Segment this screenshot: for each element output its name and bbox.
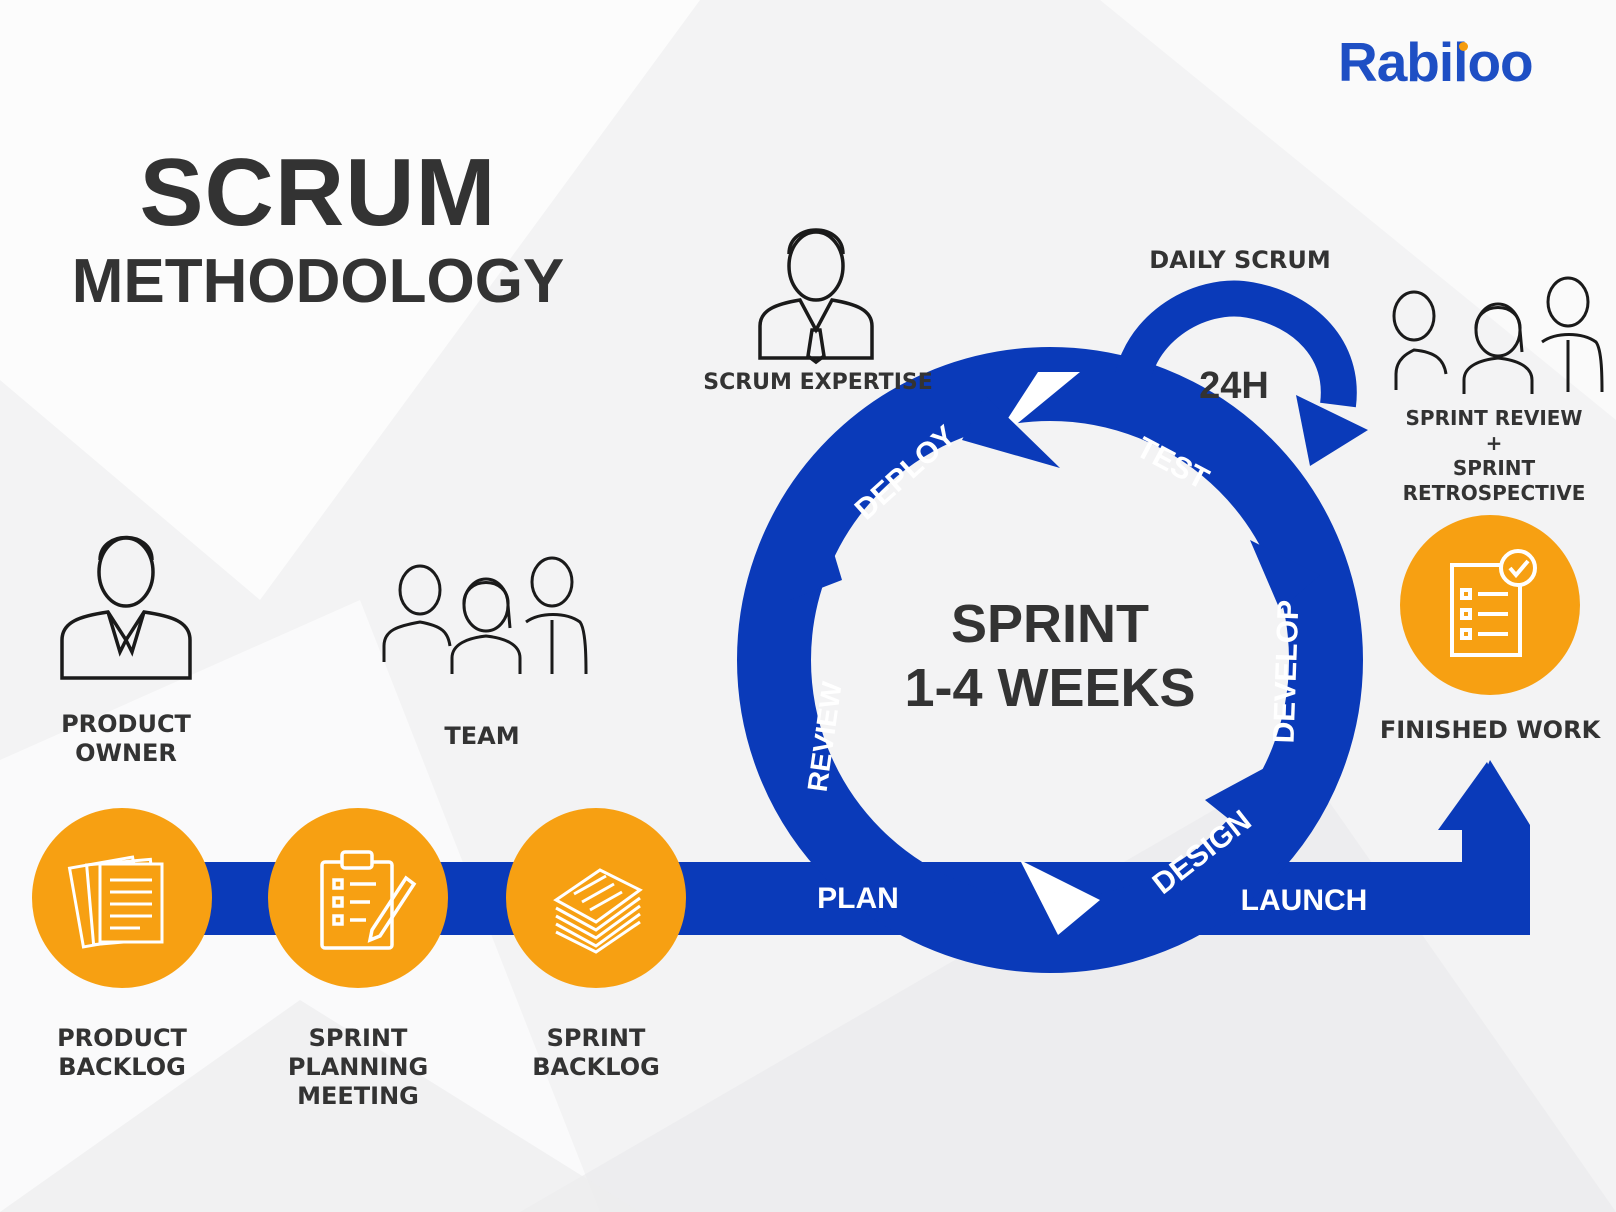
cycle-arrowhead-deploy xyxy=(962,395,1060,468)
sprint-planning-label: SPRINT PLANNING MEETING xyxy=(287,1024,429,1110)
cycle-arrowhead-develop xyxy=(1250,540,1320,610)
stage-develop: DEVELOP xyxy=(1268,599,1306,743)
checklist-icon xyxy=(1450,549,1537,657)
document-stack-icon xyxy=(67,855,164,949)
brand-logo[interactable]: Rabiloo xyxy=(1338,31,1534,93)
product-owner-icon xyxy=(60,535,192,680)
clipboard-checklist-icon xyxy=(320,850,417,950)
sprint-planning-circle xyxy=(268,808,448,988)
daily-scrum-label: DAILY SCRUM xyxy=(1149,246,1331,274)
page-title: SCRUM xyxy=(139,139,497,246)
finished-work-circle xyxy=(1400,515,1580,695)
scrum-expertise-label: SCRUM EXPERTISE xyxy=(703,370,933,395)
sprint-review-label: SPRINT REVIEW + SPRINT RETROSPECTIVE xyxy=(1402,406,1586,505)
sprint-line-2: 1-4 WEEKS xyxy=(904,658,1196,718)
cycle-arrowhead-review xyxy=(790,500,842,600)
finished-work-label: FINISHED WORK xyxy=(1379,716,1601,744)
scrum-expertise-icon xyxy=(758,228,874,365)
team-icon xyxy=(382,556,588,675)
daily-duration: 24H xyxy=(1199,365,1269,407)
sprint-backlog-label: SPRINT BACKLOG xyxy=(532,1024,660,1081)
paper-pile-icon xyxy=(553,868,643,954)
sprint-line-1: SPRINT xyxy=(950,594,1150,654)
page-subtitle: METHODOLOGY xyxy=(71,247,565,316)
flow-launch-label: LAUNCH xyxy=(1241,884,1368,917)
finished-work-arrowhead xyxy=(1438,762,1520,830)
logo-accent-dot xyxy=(1459,42,1468,51)
product-backlog-label: PRODUCT BACKLOG xyxy=(57,1024,187,1081)
cycle-arrowhead-design xyxy=(1205,765,1270,840)
team-label: TEAM xyxy=(444,722,520,750)
review-team-icon xyxy=(1392,276,1604,394)
cycle-notch-design xyxy=(1020,860,1100,935)
sprint-backlog-circle xyxy=(506,808,686,988)
product-owner-label: PRODUCT OWNER xyxy=(61,710,191,767)
daily-scrum-arrowhead xyxy=(1296,395,1368,466)
daily-scrum-loop xyxy=(1112,280,1357,408)
sprint-center-label: SPRINT 1-4 WEEKS xyxy=(904,592,1195,720)
flow-plan-label: PLAN xyxy=(817,882,899,915)
